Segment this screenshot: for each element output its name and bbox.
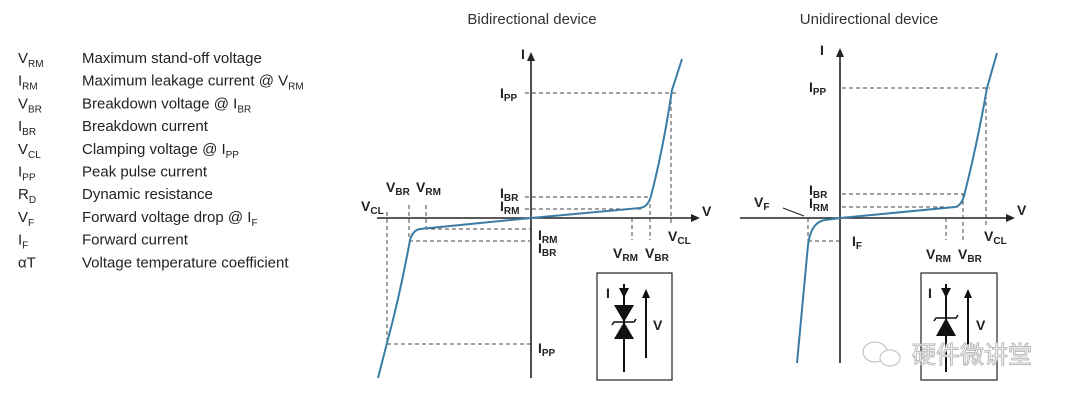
iv-curve	[796, 52, 998, 364]
label-ibr: IBR	[500, 185, 519, 204]
unidirectional-tvs-symbol-icon: I V	[920, 272, 998, 381]
legend-symbol: VRM	[18, 50, 44, 70]
legend-description: Breakdown current	[82, 118, 209, 135]
label-vcl: VCL	[984, 228, 1007, 247]
iv-curve	[377, 58, 683, 379]
v-axis-arrow-icon	[1006, 214, 1015, 222]
legend-description: Dynamic resistance	[82, 186, 213, 203]
legend-description: Clamping voltage @ IPP	[82, 141, 239, 161]
i-axis-arrow-icon	[527, 52, 535, 61]
legend-description: Breakdown voltage @ IBR	[82, 95, 251, 115]
guide-lines	[386, 92, 677, 345]
unidirectional-title: Unidirectional device	[800, 11, 938, 28]
label-vbr: VBR	[958, 246, 983, 265]
label-vbr: VBR	[645, 245, 670, 264]
legend-symbol: IF	[18, 232, 28, 252]
axis-label-v: V	[1017, 202, 1027, 218]
label-irm: IRM	[809, 195, 828, 214]
axis-label-i: I	[521, 46, 525, 62]
legend-symbol: RD	[18, 186, 36, 206]
legend-symbol: IPP	[18, 164, 36, 184]
legend-symbol: IBR	[18, 118, 36, 138]
legend-symbol: IRM	[18, 73, 38, 93]
label-ibr-neg: IBR	[538, 240, 557, 259]
legend-description: Maximum leakage current @ VRM	[82, 73, 304, 93]
bidirectional-chart: Bidirectional device I V IPP IBR IRM IRM…	[361, 11, 712, 381]
label-vcl-neg: VCL	[361, 198, 384, 217]
label-vrm-neg: VRM	[416, 179, 441, 198]
unidirectional-chart: Unidirectional device I V IPP IBR IRM VF…	[740, 11, 1033, 381]
i-axis-arrow-icon	[836, 48, 844, 57]
svg-text:硬件微讲堂: 硬件微讲堂	[912, 341, 1032, 369]
label-vf: VF	[754, 194, 769, 213]
guide-lines	[807, 87, 990, 245]
svg-text:V: V	[976, 317, 986, 333]
legend-description: Maximum stand-off voltage	[82, 50, 262, 67]
legend-symbol: VCL	[18, 141, 41, 161]
legend-description: Voltage temperature coefficient	[82, 254, 289, 271]
legend-symbol: αT	[18, 254, 36, 271]
bidirectional-tvs-symbol-icon: I V	[596, 272, 673, 381]
label-ipp-neg: IPP	[538, 340, 556, 359]
bidirectional-title: Bidirectional device	[467, 11, 596, 28]
label-ibr: IBR	[809, 182, 828, 201]
label-ipp: IPP	[500, 85, 518, 104]
legend-symbol: VF	[18, 209, 34, 229]
svg-text:I: I	[606, 285, 610, 301]
label-if: IF	[852, 233, 862, 252]
legend-description: Forward current	[82, 232, 189, 249]
label-irm: IRM	[500, 198, 519, 217]
legend-description: Peak pulse current	[82, 164, 208, 181]
label-vbr-neg: VBR	[386, 179, 411, 198]
label-vrm: VRM	[613, 245, 638, 264]
label-irm-neg: IRM	[538, 227, 557, 246]
legend-symbol: VBR	[18, 95, 42, 115]
svg-text:V: V	[653, 317, 663, 333]
v-axis-arrow-icon	[691, 214, 700, 222]
label-ipp: IPP	[809, 79, 827, 98]
legend-description: Forward voltage drop @ IF	[82, 209, 258, 229]
vf-pointer-arrow-icon	[782, 207, 805, 217]
axis-label-v: V	[702, 203, 712, 219]
axis-label-i: I	[820, 42, 824, 58]
label-vcl: VCL	[668, 228, 691, 247]
label-vrm: VRM	[926, 246, 951, 265]
watermark: 硬件微讲堂	[862, 341, 1033, 370]
svg-text:I: I	[928, 285, 932, 301]
